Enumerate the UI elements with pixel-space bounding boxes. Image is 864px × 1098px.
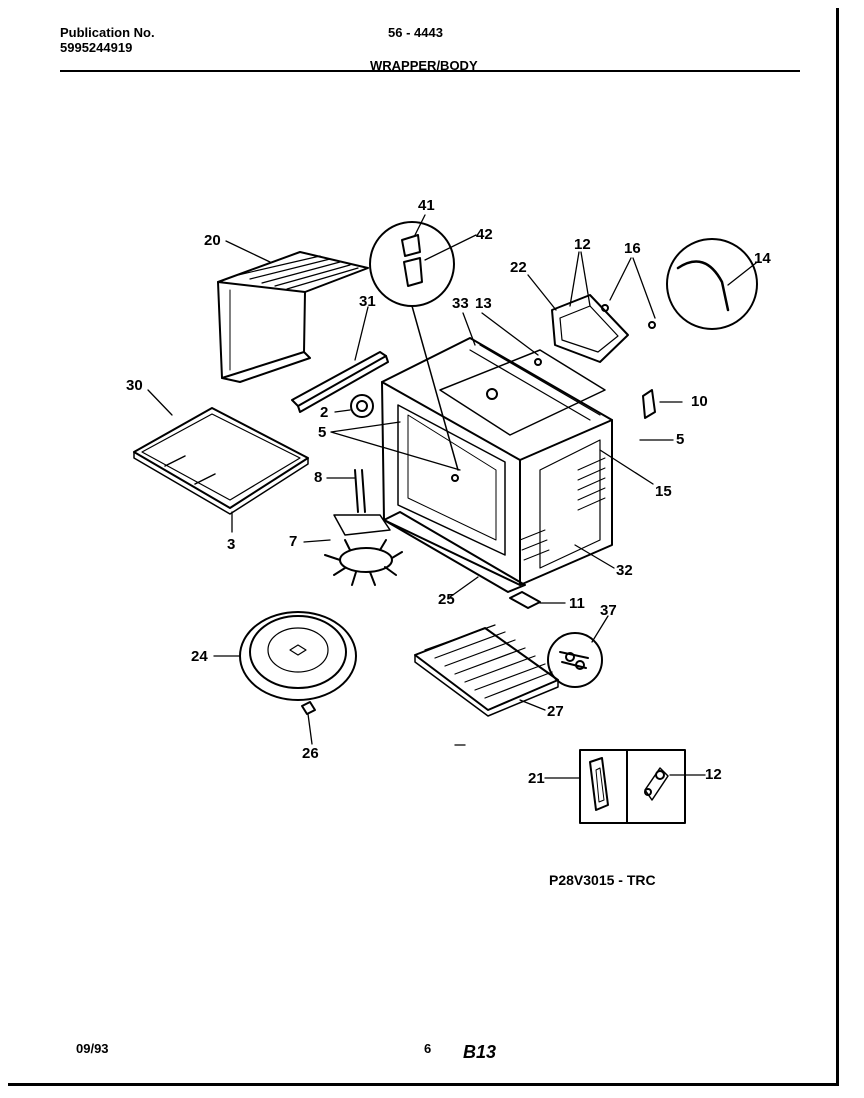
bottom-panel-part (133, 407, 309, 515)
bracket-part (642, 389, 656, 419)
callout-5-left: 5 (318, 424, 327, 441)
section-title: WRAPPER/BODY (370, 58, 478, 73)
callout-16: 16 (624, 240, 641, 257)
footer-sheet: B13 (463, 1042, 497, 1062)
callout-12-inset: 12 (705, 766, 722, 783)
callout-33: 33 (452, 295, 469, 312)
wrapper-cover-part (217, 251, 369, 383)
callout-22: 22 (510, 259, 527, 276)
callout-26: 26 (302, 745, 319, 762)
callout-10: 10 (691, 393, 708, 410)
rack-part (414, 624, 559, 717)
lamp-housing-part (534, 294, 656, 366)
callout-42: 42 (476, 226, 493, 243)
callout-37: 37 (600, 602, 617, 619)
callout-24: 24 (191, 648, 208, 665)
inset-box-21-12 (579, 749, 686, 824)
detail-circle-37 (547, 632, 603, 688)
callout-5-right: 5 (676, 431, 685, 448)
publication-label: Publication No. (60, 25, 155, 40)
turntable-part (239, 611, 357, 701)
callout-20: 20 (204, 232, 221, 249)
callout-2: 2 (320, 404, 329, 421)
footer-date: 09/93 (76, 1041, 109, 1056)
detail-circle-41-42 (369, 221, 459, 471)
rail-part (291, 351, 389, 413)
callout-7: 7 (289, 533, 298, 550)
callout-27: 27 (547, 703, 564, 720)
callout-25: 25 (438, 591, 455, 608)
callout-8: 8 (314, 469, 323, 486)
callout-21: 21 (528, 770, 545, 787)
publication-number: 5995244919 (60, 40, 133, 55)
leader-lines (147, 214, 757, 779)
callout-14: 14 (754, 250, 771, 267)
callout-30: 30 (126, 377, 143, 394)
detail-circle-14 (666, 238, 758, 330)
callout-3: 3 (227, 536, 236, 553)
stirrer-fan-part (324, 469, 403, 586)
callout-13: 13 (475, 295, 492, 312)
bottom-border (8, 1083, 839, 1086)
callout-41: 41 (418, 197, 435, 214)
footer-page: 6 (424, 1041, 432, 1056)
callout-12-top: 12 (574, 236, 591, 253)
callout-32: 32 (616, 562, 633, 579)
bottom-rail-part (383, 511, 526, 593)
callout-31: 31 (359, 293, 376, 310)
round-part-2 (350, 394, 374, 418)
header-rule (60, 70, 800, 72)
latch-part (509, 591, 541, 609)
coupler-part (301, 701, 316, 715)
right-border (836, 8, 839, 1086)
callout-11: 11 (569, 595, 585, 612)
figure-code: P28V3015 - TRC (549, 872, 656, 888)
model-number: 56 - 4443 (388, 25, 443, 40)
cabinet-body-part (381, 337, 613, 586)
callout-15: 15 (655, 483, 672, 500)
